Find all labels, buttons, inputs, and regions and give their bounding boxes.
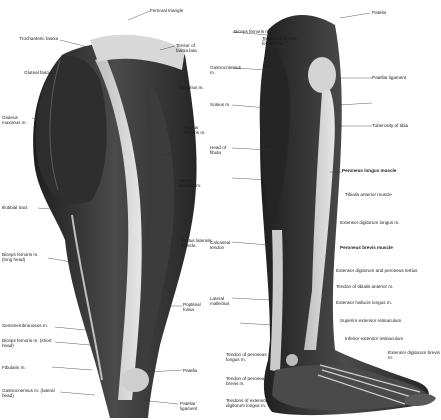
label-patella-left: Patella [183, 368, 197, 373]
label-sartorius: Sartorius m. [179, 85, 207, 90]
patella-right [308, 57, 336, 93]
label-head-of-fibula: Head of fibula [210, 145, 234, 155]
gluteus-mass [36, 56, 107, 204]
label-iliotibial-tract: Iliotibial tract [2, 205, 38, 210]
label-patellar-ligament-left: Patellar ligament [180, 401, 210, 411]
left-leg-view [33, 35, 196, 418]
label-tensor-fascia-lata: Tensor of fascia lata [176, 43, 206, 53]
label-tendon-biceps-femoris: Tendon of biceps femoris m. [262, 36, 302, 46]
label-vastus-lateralis: Vastus lateralis m. [179, 178, 209, 188]
label-tendon-peroneus-longus: Tendon of peroneus longus m. [226, 352, 270, 362]
label-biceps-femoris-right: Biceps femoris m. [234, 29, 271, 34]
label-popliteal-fossa: Popliteal fossa [183, 302, 209, 312]
label-patellar-ligament-right: Patellar ligament [372, 75, 432, 80]
label-extensor-hallucis-longus: Extensor hallucis longus m. [336, 300, 392, 305]
label-extensor-digitorum-brevis: Extensor digitorum brevis m. [388, 350, 440, 360]
label-trochanteric-fascia: Trochanteric fascia [2, 36, 58, 41]
label-extensor-digitorum-peroneus-tertius: Extensor digitorum and peroneus tertius [336, 268, 431, 273]
label-calcaneal-tendon: Calcaneal tendon [210, 240, 234, 250]
label-rectus-femoris: Rectus femoris m. [184, 125, 212, 135]
label-lateral-malleolus: Lateral malleolus [210, 296, 240, 306]
label-peroneus-brevis: Peroneus brevis muscle [340, 245, 393, 250]
label-peroneus-longus: Peroneus longus muscle [342, 168, 396, 173]
label-extensor-digitorum-longus: Extensor digitorum longus m. [340, 220, 420, 225]
label-biceps-femoris-short: Biceps femoris m. (short head) [2, 338, 54, 348]
label-inferior-extensor-retinaculum: Inferior extensor retinaculum [345, 336, 435, 341]
label-gastrocnemius-right: Gastrocnemius m. [210, 65, 234, 75]
label-superior-extensor-retinaculum: Superior extensor retinaculum [340, 318, 435, 323]
label-soleus: Soleus m. [210, 102, 232, 107]
label-tendons-extensor-digitorum-longus: Tendons of extensor digitorum longus m. [226, 398, 274, 408]
label-gluteus-maximus: Gluteus maximus m. [2, 115, 32, 125]
label-tendon-tibialis-anterior: Tendon of tibialis anterior m. [336, 284, 416, 289]
label-tibialis-anterior: Tibialis anterior muscle [345, 192, 392, 197]
label-femoral-triangle: Femoral triangle [150, 8, 183, 13]
label-gluteal-fascia: Gluteal fascia [2, 70, 52, 75]
label-gastrocnemius-lateral: Gastrocnemius m. (lateral head) [2, 388, 60, 398]
label-semimembranosus: Semimembranosus m. [2, 323, 54, 328]
label-patella-right: Patella [372, 10, 386, 15]
knee-patella [121, 368, 149, 392]
label-tuberosity-tibia: Tuberosity of tibia [372, 123, 432, 128]
label-fibularis: Fibularis m. [2, 365, 52, 370]
label-tendon-peroneus-brevis: Tendon of peroneus brevis m. [226, 376, 270, 386]
label-biceps-femoris-long: Biceps femoris m. (long head) [2, 252, 48, 262]
lateral-malleolus [286, 354, 298, 366]
